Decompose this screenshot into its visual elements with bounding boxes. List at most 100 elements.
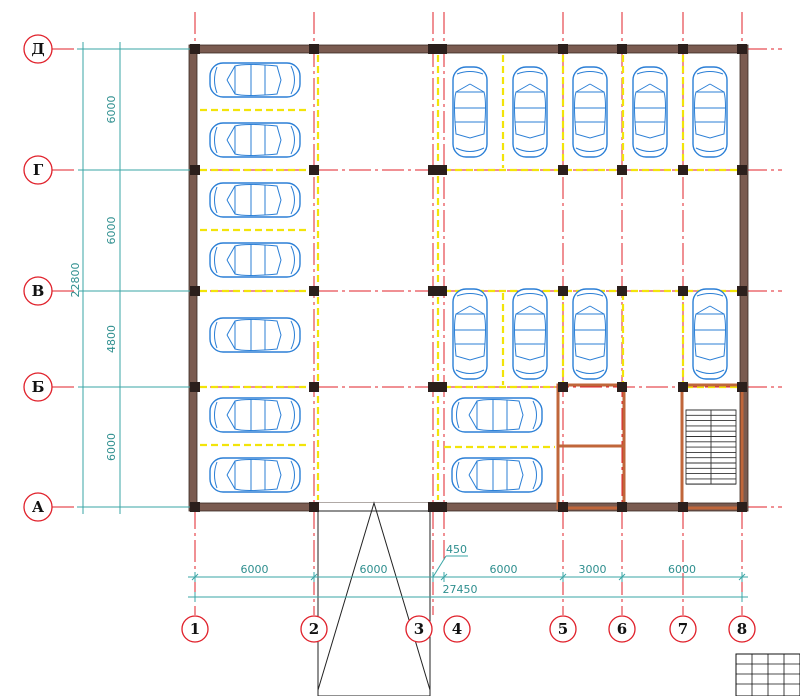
axis-bubble-Д: Д xyxy=(23,34,53,64)
column xyxy=(617,382,627,392)
axis-label: Д xyxy=(31,40,44,58)
car xyxy=(512,288,548,380)
axis-label: Б xyxy=(32,378,45,396)
offset-leader xyxy=(432,555,447,578)
axis-label: 8 xyxy=(737,620,747,638)
car xyxy=(692,288,728,380)
axis-bubble-Б: Б xyxy=(23,372,53,402)
axis-bubbles: 1 2 3 4 5 6 7 8 Д Г В Б А xyxy=(23,34,756,643)
column xyxy=(617,44,627,54)
car xyxy=(209,182,301,218)
entrance-ramp xyxy=(317,501,431,696)
column xyxy=(309,502,319,512)
column xyxy=(190,502,200,512)
axis-bubble-6: 6 xyxy=(608,615,636,643)
total-width-label: 27450 xyxy=(443,583,478,596)
column xyxy=(617,165,627,175)
axis-bubble-А: А xyxy=(23,492,53,522)
column xyxy=(437,382,447,392)
dimension-lines: 6000 6000 6000 3000 6000 450 27450 6000 6000 4800… xyxy=(69,42,748,602)
column xyxy=(428,502,438,512)
column xyxy=(190,286,200,296)
axis-label: А xyxy=(32,498,45,516)
column xyxy=(737,44,747,54)
car xyxy=(632,66,668,158)
dimension-label: 6000 xyxy=(490,563,518,576)
axis-label: 1 xyxy=(190,620,200,638)
column xyxy=(558,382,568,392)
column xyxy=(190,382,200,392)
column xyxy=(737,286,747,296)
axis-bubble-5: 5 xyxy=(549,615,577,643)
column xyxy=(437,286,447,296)
column xyxy=(617,502,627,512)
dimension-label: 4800 xyxy=(105,325,118,353)
dimension-label: 6000 xyxy=(241,563,269,576)
grid-axes xyxy=(52,12,782,615)
axis-bubble-4: 4 xyxy=(443,615,471,643)
axis-label: 6 xyxy=(617,620,627,638)
column xyxy=(309,44,319,54)
column xyxy=(428,44,438,54)
axis-label: 4 xyxy=(452,620,462,638)
car xyxy=(209,242,301,278)
column xyxy=(558,286,568,296)
axis-label: В xyxy=(32,282,45,300)
dimension-label: 6000 xyxy=(105,96,118,124)
column xyxy=(737,165,747,175)
structural-columns xyxy=(190,44,747,512)
column xyxy=(428,382,438,392)
column xyxy=(678,44,688,54)
car xyxy=(692,66,728,158)
dimension-label: 6000 xyxy=(360,563,388,576)
column xyxy=(309,286,319,296)
parked-cars xyxy=(209,62,728,493)
car xyxy=(209,397,301,433)
dimension-label: 6000 xyxy=(668,563,696,576)
column xyxy=(737,382,747,392)
axis-bubble-8: 8 xyxy=(728,615,756,643)
column xyxy=(309,165,319,175)
column xyxy=(437,165,447,175)
column xyxy=(678,382,688,392)
car xyxy=(209,122,301,158)
car xyxy=(572,288,608,380)
offset-dimension-label: 450 xyxy=(446,543,467,556)
parking-markings xyxy=(200,55,738,500)
title-block xyxy=(735,653,800,696)
axis-label: 5 xyxy=(558,620,568,638)
column xyxy=(678,502,688,512)
axis-bubble-3: 3 xyxy=(405,615,433,643)
car xyxy=(209,317,301,353)
dimension-label: 3000 xyxy=(579,563,607,576)
total-height-label: 22800 xyxy=(69,263,82,298)
column xyxy=(678,286,688,296)
axis-label: Г xyxy=(33,161,44,179)
column xyxy=(678,165,688,175)
axis-bubble-1: 1 xyxy=(181,615,209,643)
service-rooms xyxy=(556,383,744,510)
staircase xyxy=(685,409,737,485)
column xyxy=(558,502,568,512)
car xyxy=(452,66,488,158)
axis-bubble-Г: Г xyxy=(23,155,53,185)
car xyxy=(451,397,543,433)
axis-bubble-В: В xyxy=(23,276,53,306)
column xyxy=(309,382,319,392)
axis-label: 2 xyxy=(309,620,319,638)
dimension-label: 6000 xyxy=(105,433,118,461)
car xyxy=(451,457,543,493)
car xyxy=(209,457,301,493)
column xyxy=(190,165,200,175)
column xyxy=(558,44,568,54)
column xyxy=(617,286,627,296)
car xyxy=(512,66,548,158)
axis-bubble-7: 7 xyxy=(669,615,697,643)
column xyxy=(737,502,747,512)
column xyxy=(558,165,568,175)
axis-label: 3 xyxy=(414,620,424,638)
car xyxy=(572,66,608,158)
column xyxy=(437,44,447,54)
column xyxy=(190,44,200,54)
